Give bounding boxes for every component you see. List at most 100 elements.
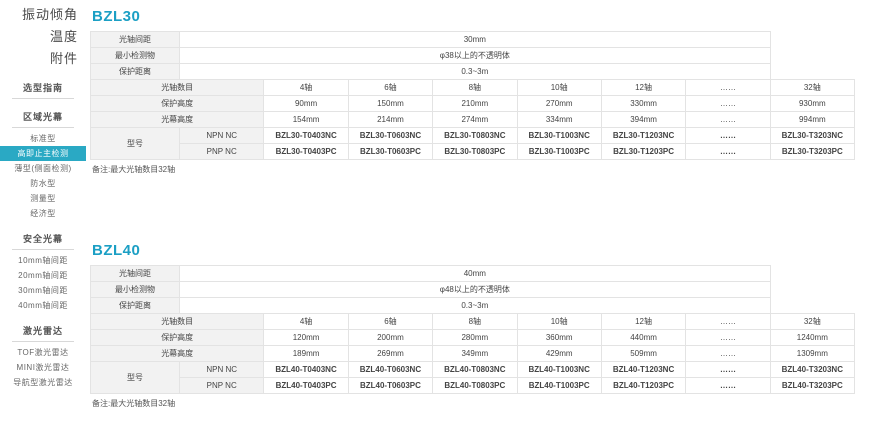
table-row: 型号 NPN NC BZL40-T0403NC BZL40-T0603NC BZ… [90,361,856,394]
table-row: 保护高度 90mm 150mm 210mm 270mm 330mm …… 930… [89,95,856,112]
cell-curtain-height: 349mm [432,345,518,362]
sidebar-item-pitch-20mm[interactable]: 20mm轴间距 [18,271,68,280]
cell-axis-count: 12轴 [600,79,687,96]
cell-protect-height: …… [685,95,771,112]
cell-model-pnp: BZL40-T0603PC [347,377,434,394]
row-label-min-object: 最小检测物 [90,281,180,298]
row-label-protect-height: 保护高度 [89,95,265,112]
cell-axis-count: 32轴 [769,79,856,96]
cell-protect-height: …… [685,329,771,346]
table-row: 光幕高度 154mm 214mm 274mm 334mm 394mm …… 99… [89,111,856,128]
cell-curtain-height: …… [685,111,771,128]
sidebar-item-pitch-10mm[interactable]: 10mm轴间距 [18,256,68,265]
cell-model-pnp: BZL30-T0603PC [347,143,434,160]
block-title-bzl30: BZL30 [92,8,141,25]
cell-axis-count: 10轴 [516,79,602,96]
sidebar-group-title-area-light-curtain[interactable]: 区域光幕 [22,112,63,122]
sidebar-top-section: 振动倾角 温度 附件 [0,0,86,70]
table-row: 型号 NPN NC BZL30-T0403NC BZL30-T0603NC BZ… [90,127,856,160]
cell-model-pnp: BZL40-T1003PC [516,377,602,394]
sidebar-group-title-lidar[interactable]: 激光雷达 [22,326,63,336]
row-label-npn-nc: NPN NC [178,361,265,378]
cell-protect-height: 280mm [432,329,518,346]
sidebar-item-navigation-lidar[interactable]: 导航型激光雷达 [13,378,73,387]
cell-curtain-height: 509mm [600,345,687,362]
table-row: PNP NC BZL40-T0403PC BZL40-T0603PC BZL40… [91,377,856,394]
table-row: PNP NC BZL30-T0403PC BZL30-T0603PC BZL30… [91,143,856,160]
cell-model-npn: …… [685,127,771,144]
cell-model-npn: BZL40-T0603NC [347,361,434,378]
row-label-curtain-height: 光幕高度 [89,345,265,362]
table-note-bzl30: 备注:最大光轴数目32轴 [92,165,176,174]
cell-model-npn: BZL40-T0803NC [432,361,518,378]
row-label-protect-distance: 保护距离 [90,63,180,80]
sidebar-item-tof-lidar[interactable]: TOF激光雷达 [17,348,69,357]
cell-curtain-height: 269mm [347,345,434,362]
cell-curtain-height: 214mm [347,111,434,128]
cell-protect-height: 200mm [347,329,434,346]
cell-curtain-height: 429mm [516,345,602,362]
sidebar-item-thin-side-detection[interactable]: 薄型(侧面检测) [14,164,72,173]
cell-model-pnp: BZL30-T3203PC [769,143,856,160]
cell-curtain-height: 994mm [769,111,856,128]
table-row: 最小检测物 φ48以上的不透明体 [90,281,855,298]
cell-protect-height: 1240mm [769,329,856,346]
sidebar: 振动倾角 温度 附件 选型指南 区域光幕 标准型 高即止主检测 薄型(侧面检测)… [0,0,86,441]
sidebar-item-pitch-40mm[interactable]: 40mm轴间距 [18,301,68,310]
row-value-min-object: φ38以上的不透明体 [179,47,771,64]
row-label-npn-nc: NPN NC [178,127,265,144]
row-label-protect-height: 保护高度 [89,329,265,346]
block-title-bzl40: BZL40 [92,242,141,259]
cell-curtain-height: 334mm [516,111,602,128]
sidebar-item-economy[interactable]: 经济型 [30,209,56,218]
cell-protect-height: 330mm [600,95,687,112]
sidebar-item-temperature[interactable]: 温度 [49,29,78,44]
sidebar-item-measuring[interactable]: 测量型 [30,194,56,203]
cell-model-npn: BZL30-T1203NC [600,127,687,144]
row-value-protect-distance: 0.3~3m [179,297,771,314]
sidebar-item-mini-lidar[interactable]: MINI激光雷达 [16,363,70,372]
cell-axis-count: 12轴 [600,313,687,330]
sidebar-item-main-detection[interactable]: 高即止主检测 [0,146,86,161]
sidebar-group-lidar: 激光雷达 TOF激光雷达 MINI激光雷达 导航型激光雷达 [0,323,86,390]
sidebar-group-title-selection-guide[interactable]: 选型指南 [22,83,63,93]
cell-model-npn: BZL30-T3203NC [769,127,856,144]
cell-axis-count: 4轴 [263,79,349,96]
cell-model-pnp: BZL30-T0803PC [432,143,518,160]
sidebar-item-pitch-30mm[interactable]: 30mm轴间距 [18,286,68,295]
cell-model-npn: BZL30-T1003NC [516,127,602,144]
cell-model-pnp: BZL40-T1203PC [600,377,687,394]
sidebar-group-title-safety-light-curtain[interactable]: 安全光幕 [22,234,63,244]
cell-model-npn: BZL30-T0403NC [263,127,349,144]
cell-axis-count: 10轴 [516,313,602,330]
sidebar-item-standard[interactable]: 标准型 [30,134,56,143]
sidebar-item-vibration-tilt[interactable]: 振动倾角 [21,7,78,22]
row-value-pitch: 40mm [179,265,771,282]
product-block-bzl30: BZL30 光轴间距 30mm 最小检测物 φ38以上的不透明体 保护距离 0.… [89,8,874,175]
table-row: 保护高度 120mm 200mm 280mm 360mm 440mm …… 12… [89,329,856,346]
sidebar-item-waterproof[interactable]: 防水型 [30,179,56,188]
cell-model-pnp: BZL30-T0403PC [263,143,349,160]
cell-model-pnp: …… [685,377,771,394]
cell-protect-height: 930mm [769,95,856,112]
cell-axis-count: 6轴 [347,313,434,330]
row-label-model: 型号 [90,361,180,394]
sidebar-divider [12,341,74,342]
table-row: 保护距离 0.3~3m [90,297,855,314]
row-value-protect-distance: 0.3~3m [179,63,771,80]
cell-protect-height: 120mm [263,329,349,346]
cell-protect-height: 210mm [432,95,518,112]
cell-curtain-height: 274mm [432,111,518,128]
table-row: 光轴间距 30mm [90,31,855,48]
cell-model-pnp: BZL40-T0403PC [263,377,349,394]
row-label-pnp-nc: PNP NC [178,143,265,160]
cell-model-npn: BZL40-T3203NC [769,361,856,378]
row-label-curtain-height: 光幕高度 [89,111,265,128]
sidebar-item-accessories[interactable]: 附件 [49,51,78,66]
cell-axis-count: 8轴 [432,313,518,330]
sidebar-group-safety-light-curtain: 安全光幕 10mm轴间距 20mm轴间距 30mm轴间距 40mm轴间距 [0,231,86,313]
cell-model-pnp: …… [685,143,771,160]
sidebar-group-area-light-curtain: 区域光幕 标准型 高即止主检测 薄型(侧面检测) 防水型 测量型 经济型 [0,109,86,221]
cell-model-npn: BZL40-T1203NC [600,361,687,378]
row-value-min-object: φ48以上的不透明体 [179,281,771,298]
